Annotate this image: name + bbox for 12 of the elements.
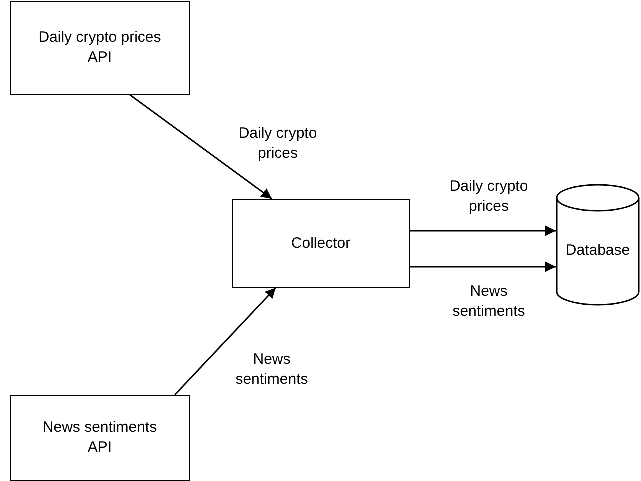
node-label: Collector [290, 234, 352, 254]
node-label: Database [566, 241, 630, 261]
node-label: Daily crypto prices API [38, 28, 162, 68]
arrow [130, 94, 272, 200]
arrow [410, 226, 556, 236]
process-box [232, 199, 410, 288]
process-box [10, 1, 190, 95]
node-label: News sentiments API [42, 418, 158, 458]
arrow [410, 262, 556, 272]
process-box [10, 395, 190, 481]
database-cylinder [556, 184, 640, 306]
arrow [174, 287, 277, 396]
